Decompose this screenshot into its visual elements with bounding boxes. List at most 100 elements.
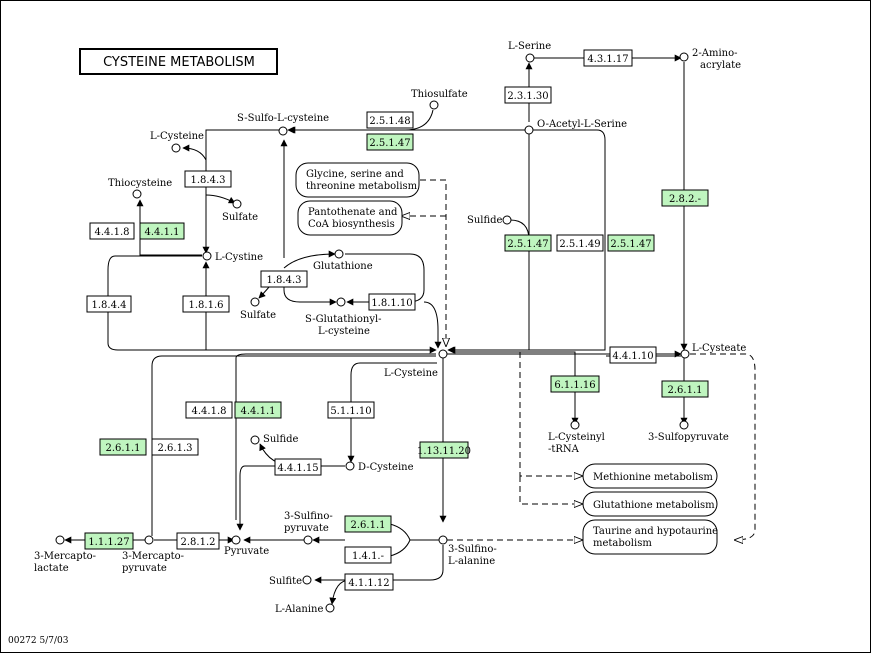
enzyme-e-4-4-1-15[interactable]: 4.4.1.15 (274, 458, 322, 476)
enzyme-e-2-8-1-2[interactable]: 2.8.1.2 (176, 532, 220, 550)
enzyme-label: 4.4.1.15 (277, 463, 318, 474)
compound-label-sulfinopyruvate-2: pyruvate (284, 523, 329, 534)
enzyme-label: 1.8.4.4 (92, 300, 127, 311)
compound-node[interactable] (438, 535, 448, 545)
compound-label-d-cysteine: D-Cysteine (358, 462, 414, 473)
compound-label-pyruvate: Pyruvate (224, 546, 269, 557)
enzyme-label: 2.5.1.49 (559, 239, 600, 250)
compound-label-l-cysteinyl-trna-2: -tRNA (548, 444, 580, 455)
compound-node[interactable] (202, 251, 212, 261)
compound-label-o-acetyl-l-serine: O-Acetyl-L-Serine (537, 119, 627, 130)
enzyme-e-1-8-1-10[interactable]: 1.8.1.10 (368, 293, 416, 311)
compound-node[interactable] (132, 189, 142, 199)
compound-label-l-cystine: L-Cystine (215, 252, 263, 263)
reaction-line (519, 476, 582, 504)
compound-node[interactable] (502, 215, 512, 225)
compound-node[interactable] (303, 535, 313, 545)
pathway-label: Taurine and hypotaurine (593, 526, 718, 537)
enzyme-e-4-3-1-17[interactable]: 4.3.1.17 (583, 49, 633, 67)
enzyme-e-1-1-1-27[interactable]: 1.1.1.27 (84, 532, 134, 550)
enzyme-label: 5.1.1.10 (330, 406, 371, 417)
compound-node[interactable] (438, 349, 448, 359)
compound-node[interactable] (231, 535, 241, 545)
pathway-label: metabolism (593, 538, 652, 549)
compound-node[interactable] (232, 199, 242, 209)
enzyme-e-4-4-1-8-a[interactable]: 4.4.1.8 (89, 222, 135, 240)
enzyme-e-2-5-1-48[interactable]: 2.5.1.48 (366, 111, 414, 129)
compound-node[interactable] (570, 420, 580, 430)
compound-node[interactable] (679, 420, 689, 430)
compound-node[interactable] (679, 52, 689, 62)
compound-label-l-cysteate: L-Cysteate (692, 343, 746, 354)
pathway-label: Glycine, serine and (306, 169, 404, 180)
enzyme-e-2-5-1-47-c[interactable]: 2.5.1.47 (607, 234, 655, 252)
enzyme-e-2-6-1-3[interactable]: 2.6.1.3 (151, 438, 199, 456)
enzyme-e-2-6-1-1-c[interactable]: 2.6.1.1 (344, 515, 392, 533)
compound-node[interactable] (302, 575, 312, 585)
compound-node[interactable] (55, 535, 65, 545)
compound-label-thiocysteine: Thiocysteine (108, 178, 172, 189)
enzyme-e-4-1-1-12[interactable]: 4.1.1.12 (344, 573, 394, 591)
compound-label-glutathione: Glutathione (313, 261, 373, 272)
compound-node[interactable] (278, 126, 288, 136)
enzyme-e-2-6-1-1-a[interactable]: 2.6.1.1 (661, 380, 709, 398)
enzyme-e-4-4-1-10[interactable]: 4.4.1.10 (609, 346, 657, 364)
compound-label-sulfino-alanine-1: 3-Sulfino- (448, 544, 497, 555)
footer-id: 00272 5/7/03 (8, 636, 69, 646)
enzyme-e-4-4-1-1-b[interactable]: 4.4.1.1 (234, 401, 282, 419)
compound-node[interactable] (525, 53, 535, 63)
compound-label-mercaptolactate-2: lactate (34, 563, 69, 574)
enzyme-e-1-13-11-20[interactable]: 1.13.11.20 (417, 441, 471, 459)
compound-label-thiosulfate: Thiosulfate (411, 89, 468, 100)
reaction-line (347, 362, 437, 463)
compound-node[interactable] (334, 249, 344, 259)
compound-node[interactable] (325, 603, 335, 613)
reaction-line (151, 355, 436, 536)
enzyme-e-1-4-1[interactable]: 1.4.1.- (344, 546, 392, 564)
enzyme-e-2-6-1-1-b[interactable]: 2.6.1.1 (99, 438, 147, 456)
enzyme-e-5-1-1-10[interactable]: 5.1.1.10 (327, 401, 375, 419)
compound-node[interactable] (345, 461, 355, 471)
reaction-line (690, 353, 756, 540)
compound-label-l-cysteine-top: L-Cysteine (150, 131, 204, 142)
enzyme-e-4-4-1-8-b[interactable]: 4.4.1.8 (185, 401, 233, 419)
compound-node[interactable] (524, 125, 534, 135)
compound-label-s-sulfo-l-cysteine: S-Sulfo-L-cysteine (237, 113, 329, 124)
reaction-line (314, 545, 444, 584)
compound-label-sulfide-1: Sulfide (467, 215, 503, 226)
compound-node[interactable] (171, 143, 181, 153)
enzyme-e-6-1-1-16[interactable]: 6.1.1.16 (550, 375, 600, 393)
compound-node[interactable] (336, 297, 346, 307)
enzyme-e-1-8-4-3-b[interactable]: 1.8.4.3 (260, 270, 308, 288)
enzyme-e-2-8-2[interactable]: 2.8.2.- (661, 189, 709, 207)
enzyme-e-1-8-4-3-a[interactable]: 1.8.4.3 (184, 170, 232, 188)
compound-node[interactable] (250, 297, 260, 307)
compound-label-l-serine: L-Serine (508, 41, 551, 52)
enzyme-label: 2.8.2.- (669, 194, 701, 205)
compound-label-l-cysteine-center: L-Cysteine (384, 368, 438, 379)
compound-label-sulfate-1: Sulfate (222, 212, 258, 223)
enzyme-e-2-3-1-30[interactable]: 2.3.1.30 (504, 86, 552, 104)
compound-node[interactable] (250, 435, 260, 445)
enzyme-e-1-8-1-6[interactable]: 1.8.1.6 (182, 295, 230, 313)
enzyme-e-2-5-1-49[interactable]: 2.5.1.49 (556, 234, 604, 252)
enzyme-e-4-4-1-1-a[interactable]: 4.4.1.1 (139, 222, 185, 240)
pathway-label: Pantothenate and (308, 207, 398, 218)
compound-label-l-cysteinyl-trna-1: L-Cysteinyl (548, 432, 605, 443)
enzyme-label: 1.8.4.3 (191, 175, 226, 186)
pathway-methionine[interactable]: Methionine metabolism (582, 463, 718, 489)
enzyme-e-1-8-4-4[interactable]: 1.8.4.4 (86, 295, 132, 313)
enzyme-e-2-5-1-47-b[interactable]: 2.5.1.47 (504, 234, 552, 252)
compound-node[interactable] (429, 100, 439, 110)
compound-node[interactable] (680, 349, 690, 359)
enzyme-e-2-5-1-47-a[interactable]: 2.5.1.47 (366, 133, 414, 151)
pathway-glutathione[interactable]: Glutathione metabolism (582, 491, 718, 517)
reaction-line (420, 179, 446, 346)
enzyme-label: 1.8.1.10 (371, 298, 412, 309)
compound-label-mercaptopyruvate-2: pyruvate (122, 563, 167, 574)
compound-node[interactable] (144, 535, 154, 545)
